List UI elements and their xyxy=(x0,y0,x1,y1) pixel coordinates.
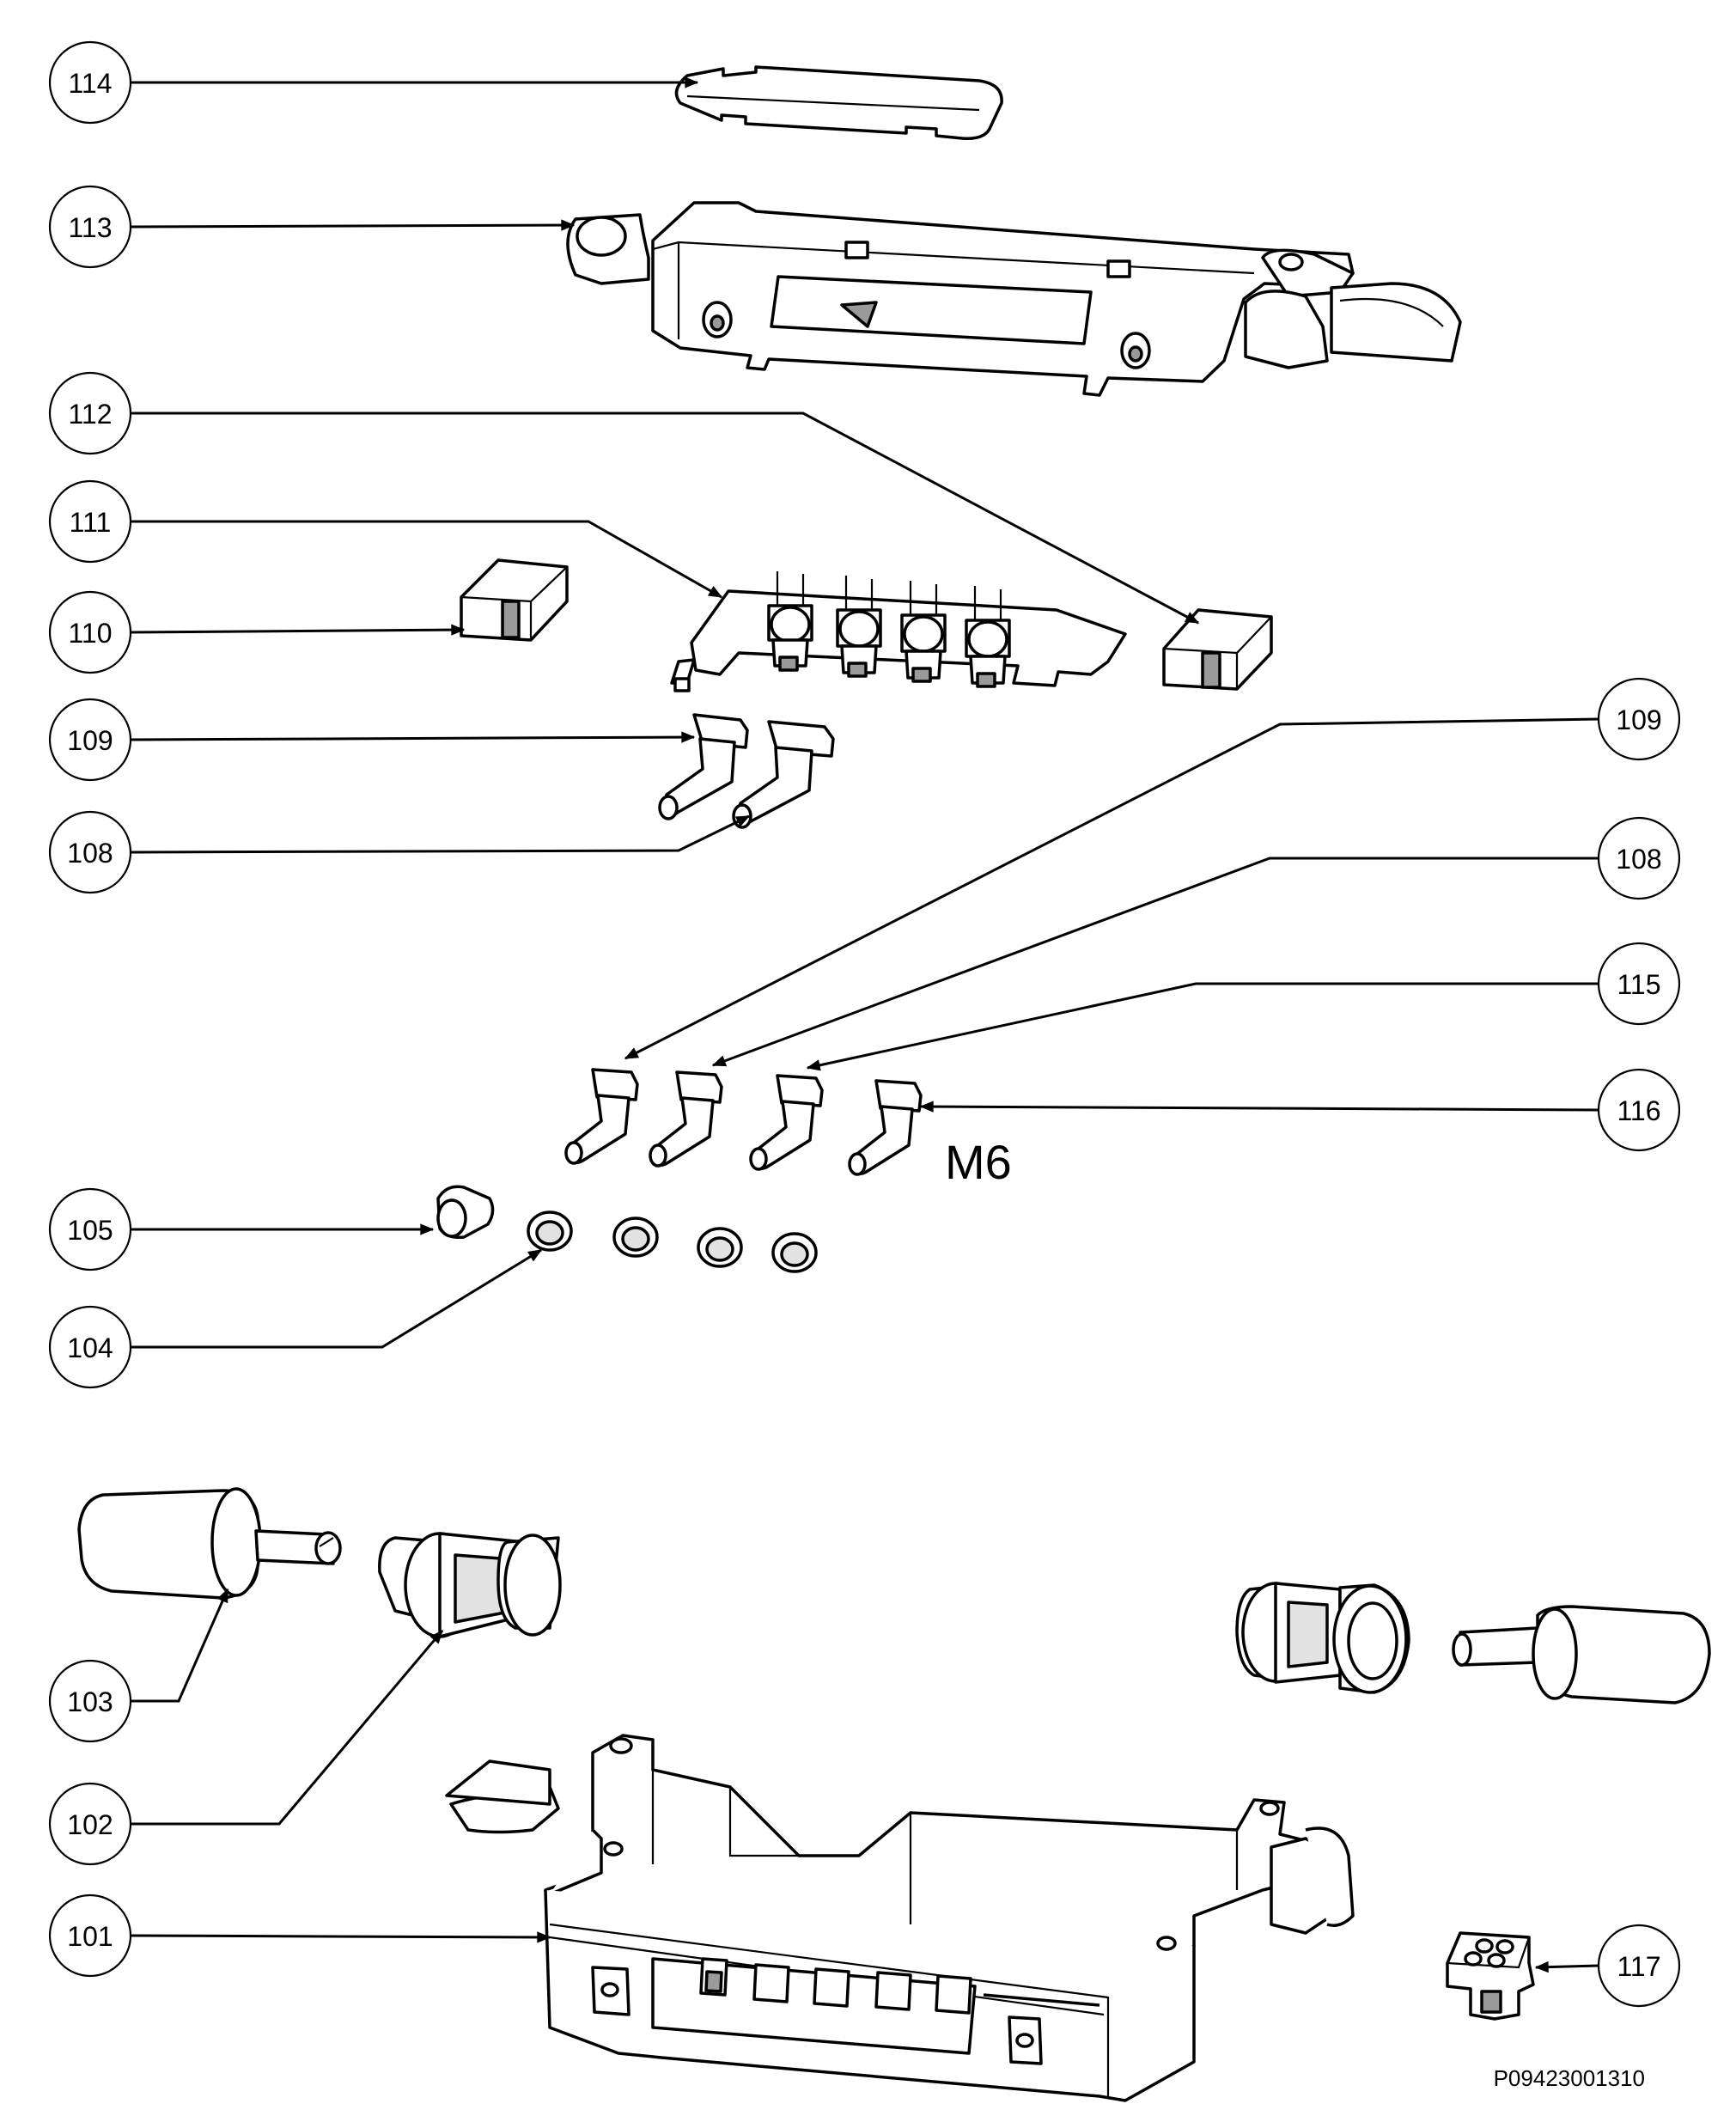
callout-circle xyxy=(48,590,132,674)
leader-line-110 xyxy=(130,624,466,636)
callout-circle xyxy=(48,1305,132,1389)
leader-line-117 xyxy=(1534,1961,1599,1973)
leader-line-111 xyxy=(131,520,723,599)
part-117-connector xyxy=(1446,1931,1535,2021)
callout-label: 105 xyxy=(67,1215,113,1246)
callout-109: 109 xyxy=(1597,677,1681,761)
callout-113: 113 xyxy=(48,185,132,269)
callout-label: 111 xyxy=(70,507,112,538)
callout-circle xyxy=(48,185,132,269)
callout-105: 105 xyxy=(48,1187,132,1271)
reference-code: P09423001310 xyxy=(1494,2065,1645,2091)
leader-line-109 xyxy=(624,717,1599,1060)
leader-line-102 xyxy=(131,1629,444,1826)
callout-label: 102 xyxy=(67,1809,113,1840)
leader-line-103 xyxy=(131,1588,229,1703)
part-105-cap xyxy=(436,1185,495,1240)
callout-circle xyxy=(48,1782,132,1866)
callout-label: 108 xyxy=(1616,844,1661,875)
callout-104: 104 xyxy=(48,1305,132,1389)
leader-line-113 xyxy=(130,219,576,231)
part-102-bush-left xyxy=(378,1532,562,1638)
part-104-washers xyxy=(527,1210,818,1273)
leader-line-108 xyxy=(130,814,751,854)
callout-label: 109 xyxy=(1616,704,1661,735)
part-111-circuit-board xyxy=(670,571,1127,692)
callout-114: 114 xyxy=(48,40,132,125)
part-end-knob-right xyxy=(1452,1605,1711,1704)
part-109-108-buttons-upper xyxy=(658,713,835,829)
part-bush-right xyxy=(1235,1582,1410,1694)
callout-115: 115 xyxy=(1597,942,1681,1026)
callout-label: 110 xyxy=(68,618,112,649)
callout-circle xyxy=(48,40,132,125)
callout-109: 109 xyxy=(48,698,132,782)
callout-circle xyxy=(48,1659,132,1743)
leader-line-104 xyxy=(131,1248,543,1349)
part-button-row xyxy=(564,1068,923,1176)
part-112-side-block xyxy=(1162,608,1273,691)
marker-label: M6 xyxy=(945,1135,1012,1189)
leader-line-116 xyxy=(919,1101,1599,1113)
leader-line-101 xyxy=(130,1931,551,1943)
callout-label: 116 xyxy=(1617,1095,1660,1126)
callout-label: 114 xyxy=(68,68,112,99)
callout-circle xyxy=(48,810,132,894)
part-110-side-block xyxy=(460,558,569,642)
callout-circle xyxy=(1597,1068,1681,1152)
part-113-upper-housing xyxy=(566,201,1462,397)
callout-111: 111 xyxy=(48,479,132,564)
callout-label: 103 xyxy=(67,1686,113,1717)
callout-circle xyxy=(48,1893,132,1978)
callout-label: 104 xyxy=(67,1332,113,1363)
leader-line-115 xyxy=(806,982,1599,1071)
callout-label: 117 xyxy=(1617,1951,1660,1982)
callout-circle xyxy=(48,1187,132,1271)
part-103-end-knob-left xyxy=(77,1487,342,1600)
callout-103: 103 xyxy=(48,1659,132,1743)
part-101-lower-housing xyxy=(445,1734,1355,2102)
callout-110: 110 xyxy=(48,590,132,674)
callout-label: 112 xyxy=(68,399,112,430)
callout-label: 108 xyxy=(67,838,113,869)
callout-116: 116 xyxy=(1597,1068,1681,1152)
leader-lines xyxy=(130,76,1599,1973)
callout-circle xyxy=(48,479,132,564)
callout-bubbles: 114 113 112 111 110 109 108 109 108 115 116 105 104 1… xyxy=(48,40,1681,2008)
callout-101: 101 xyxy=(48,1893,132,1978)
callout-circle xyxy=(1597,816,1681,900)
callout-label: 113 xyxy=(68,212,112,243)
callout-112: 112 xyxy=(48,371,132,455)
callout-108: 108 xyxy=(1597,816,1681,900)
callout-circle xyxy=(1597,942,1681,1026)
callout-circle xyxy=(1597,1924,1681,2008)
part-114-cover-lid xyxy=(674,65,1003,141)
leader-line-112 xyxy=(131,412,1200,625)
callout-label: 109 xyxy=(67,725,113,756)
callout-circle xyxy=(1597,677,1681,761)
callout-102: 102 xyxy=(48,1782,132,1866)
callout-circle xyxy=(48,371,132,455)
callout-108: 108 xyxy=(48,810,132,894)
callout-circle xyxy=(48,698,132,782)
leader-line-109 xyxy=(130,731,696,743)
callout-label: 101 xyxy=(67,1921,113,1952)
callout-label: 115 xyxy=(1617,969,1660,1000)
leader-line-108 xyxy=(711,857,1599,1067)
callout-117: 117 xyxy=(1597,1924,1681,2008)
